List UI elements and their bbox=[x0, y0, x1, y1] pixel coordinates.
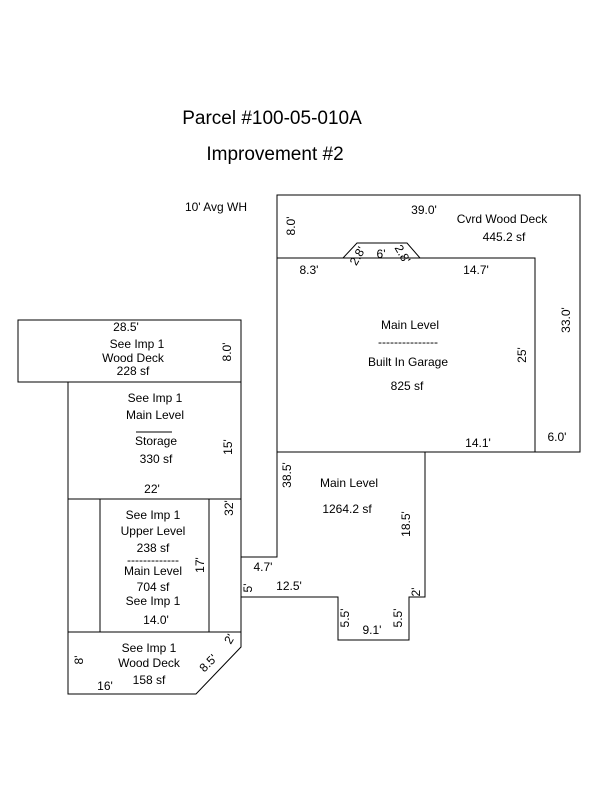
dim-main-12-5: 12.5' bbox=[276, 579, 302, 593]
dim-main-4-7: 4.7' bbox=[254, 560, 273, 574]
dim-wd-top-28-5: 28.5' bbox=[113, 320, 139, 334]
dim-garage-14-1: 14.1' bbox=[465, 436, 491, 450]
wood-deck-bottom-outline bbox=[67, 631, 242, 695]
dim-main-5-5-left: 5.5' bbox=[338, 609, 352, 628]
storage-name: Main Level bbox=[126, 408, 184, 422]
dim-garage-25: 25' bbox=[515, 347, 529, 363]
dim-main-18-5: 18.5' bbox=[399, 511, 413, 537]
dim-deck-six: 6.0' bbox=[548, 430, 567, 444]
garage-area: 825 sf bbox=[391, 379, 424, 393]
dim-main-5-5-right: 5.5' bbox=[391, 609, 405, 628]
dim-upper-32: 32' bbox=[222, 500, 236, 516]
improvement-title: Improvement #2 bbox=[206, 144, 343, 165]
dim-deck-top: 39.0' bbox=[411, 203, 437, 217]
dim-wd-bottom-8-5: 8.5' bbox=[197, 652, 220, 675]
dim-storage-22: 22' bbox=[144, 482, 160, 496]
storage-area: 330 sf bbox=[140, 452, 173, 466]
dim-garage-14-7: 14.7' bbox=[463, 263, 489, 277]
dim-wd-bottom-2: 2' bbox=[221, 632, 238, 647]
dim-bay-left: 2.8' bbox=[347, 244, 369, 267]
cvrd-deck-name: Cvrd Wood Deck bbox=[457, 212, 548, 226]
garage-name: Main Level bbox=[381, 318, 439, 332]
upper-area: 238 sf bbox=[137, 541, 170, 555]
dim-wd-bottom-8: 8' bbox=[72, 656, 86, 665]
main-level-name: Main Level bbox=[320, 476, 378, 490]
wall-height-note: 10' Avg WH bbox=[185, 200, 247, 214]
garage-divider: --------------- bbox=[378, 335, 438, 349]
wd-top-ref: See Imp 1 bbox=[110, 337, 165, 351]
main-level-area: 1264.2 sf bbox=[322, 502, 372, 516]
garage-sub: Built In Garage bbox=[368, 355, 448, 369]
upper-ref: See Imp 1 bbox=[126, 508, 181, 522]
dim-deck-right: 33.0' bbox=[559, 307, 573, 333]
wd-bottom-ref: See Imp 1 bbox=[122, 641, 177, 655]
dim-main-38-5: 38.5' bbox=[280, 462, 294, 488]
garage-outline bbox=[276, 257, 536, 453]
upper-divider: ------------- bbox=[127, 553, 179, 567]
parcel-title: Parcel #100-05-010A bbox=[182, 108, 362, 129]
wd-top-area: 228 sf bbox=[117, 364, 150, 378]
upper-main-area: 704 sf bbox=[137, 580, 170, 594]
dim-upper-17: 17' bbox=[193, 557, 207, 573]
storage-sub: Storage bbox=[135, 434, 177, 448]
dim-wd-top-8: 8.0' bbox=[220, 343, 234, 362]
dim-main-9-1: 9.1' bbox=[363, 623, 382, 637]
storage-ref: See Imp 1 bbox=[128, 391, 183, 405]
dim-garage-8-3: 8.3' bbox=[300, 263, 319, 277]
upper-main-name: Main Level bbox=[124, 564, 182, 578]
upper-main-ref: See Imp 1 bbox=[126, 594, 181, 608]
upper-name: Upper Level bbox=[121, 524, 186, 538]
dim-main-5: 5' bbox=[241, 584, 255, 593]
dim-storage-15: 15' bbox=[221, 439, 235, 455]
dim-bay-middle: 6' bbox=[377, 247, 386, 261]
dim-wd-bottom-16: 16' bbox=[97, 679, 113, 693]
wd-bottom-name: Wood Deck bbox=[118, 656, 181, 670]
dim-upper-14: 14.0' bbox=[143, 613, 169, 627]
dim-deck-left: 8.0' bbox=[284, 217, 298, 236]
wd-bottom-area: 158 sf bbox=[133, 673, 166, 687]
dim-main-2: 2' bbox=[409, 588, 423, 597]
cvrd-deck-area: 445.2 sf bbox=[483, 230, 526, 244]
wd-top-name: Wood Deck bbox=[102, 351, 165, 365]
main-level-outline bbox=[240, 452, 426, 641]
